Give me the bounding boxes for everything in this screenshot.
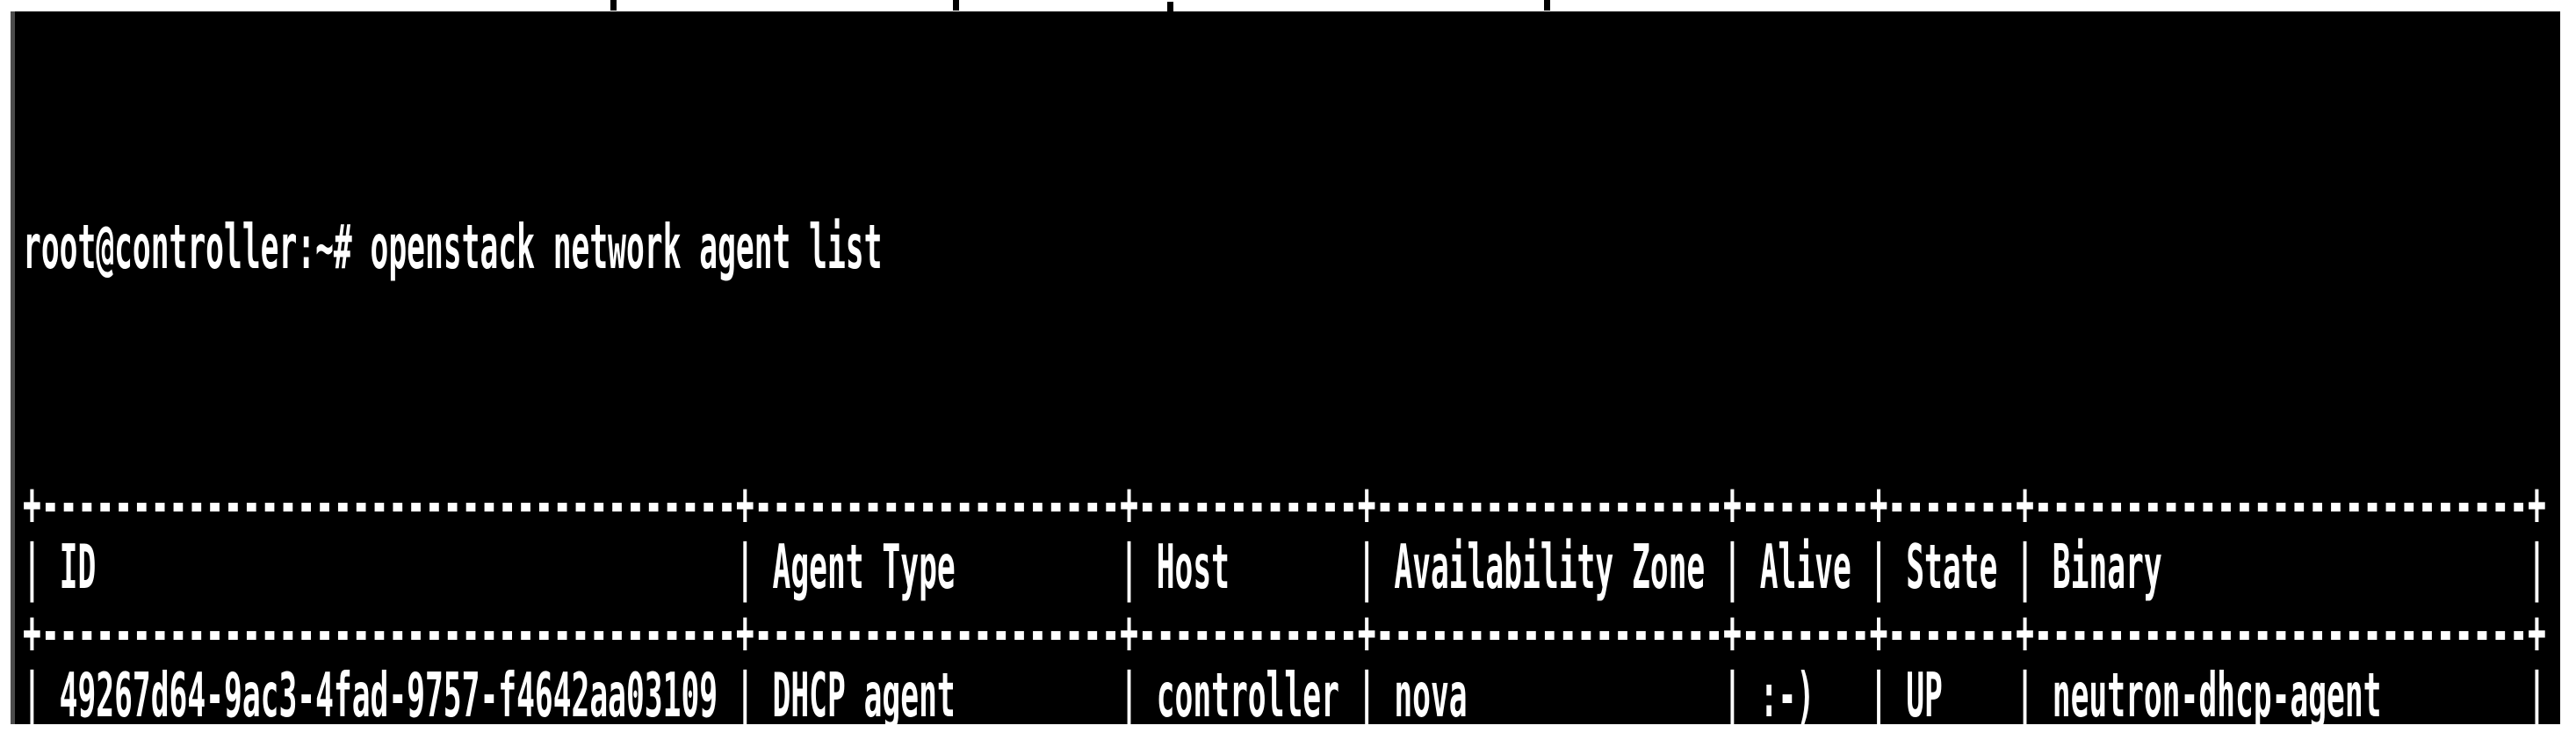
terminal-window[interactable]: root@controller:~# openstack network agen… (11, 11, 2560, 724)
table-row: | 49267d64-9ac3-4fad-9757-f4642aa03109 |… (23, 662, 2546, 724)
table-header-row: | ID | Agent Type | Host | Availability … (23, 533, 2546, 604)
shell-prompt: root@controller:~# (23, 213, 352, 283)
cropped-previous-line-fragments (610, 0, 617, 11)
network-agent-table: +--------------------------------------+… (23, 473, 2560, 724)
command-text: openstack network agent list (370, 213, 883, 283)
table-border-after-header: +--------------------------------------+… (23, 598, 2546, 668)
command-line: root@controller:~# openstack network agen… (23, 216, 2560, 280)
table-border-top: +--------------------------------------+… (23, 469, 2546, 540)
terminal-content: root@controller:~# openstack network agen… (15, 11, 2560, 725)
